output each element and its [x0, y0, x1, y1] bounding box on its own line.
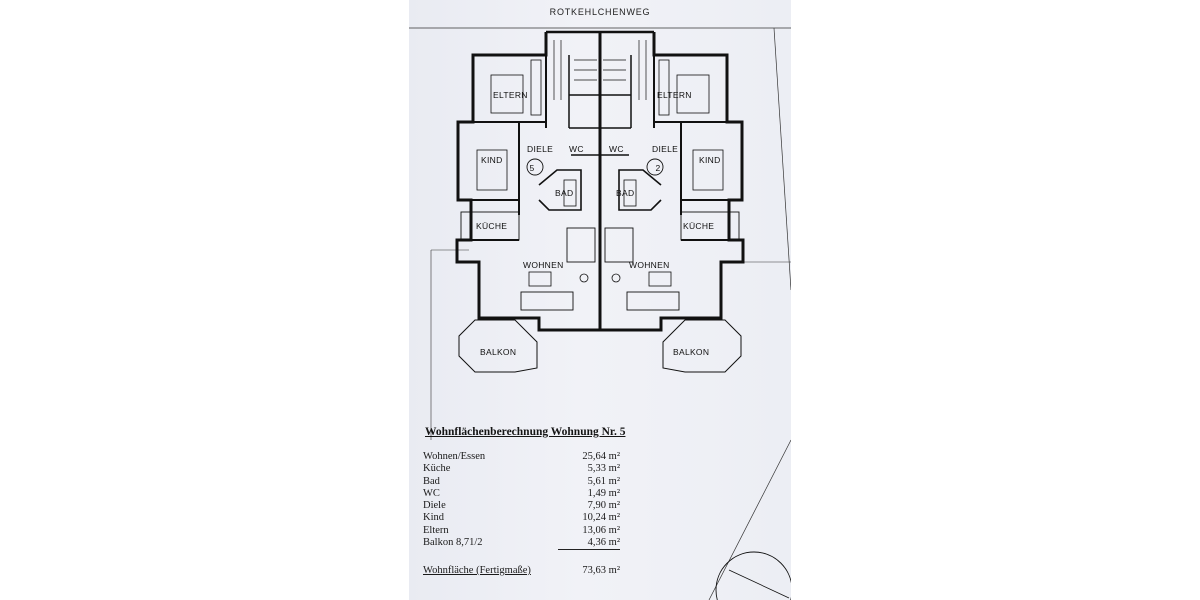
area-value: 1,49 m²	[587, 487, 620, 499]
table-row: Diele 7,90 m²	[423, 500, 620, 512]
table-row: Wohnen/Essen 25,64 m²	[423, 451, 620, 463]
area-label: Eltern	[423, 524, 449, 536]
area-label: Bad	[423, 475, 440, 487]
room-label-eltern-left: ELTERN	[493, 90, 528, 100]
area-label: WC	[423, 487, 440, 499]
area-value: 10,24 m²	[582, 512, 620, 524]
table-row: Kind 10,24 m²	[423, 512, 620, 524]
table-row: Bad 5,61 m²	[423, 476, 620, 488]
room-label-wc-left: WC	[569, 144, 584, 154]
area-label: Kind	[423, 512, 444, 524]
floor-plan-drawing: ELTERN ELTERN DIELE DIELE WC WC KIND KIN…	[409, 27, 791, 600]
total-value: 73,63 m²	[582, 565, 620, 576]
room-label-kueche-left: KÜCHE	[476, 221, 507, 231]
room-label-kind-left: KIND	[481, 155, 503, 165]
room-label-wc-right: WC	[609, 144, 624, 154]
table-row: WC 1,49 m²	[423, 488, 620, 500]
area-table: Wohnen/Essen 25,64 m² Küche 5,33 m² Bad 5,6…	[423, 451, 620, 551]
total-label: Wohnfläche (Fertigmaße)	[423, 565, 531, 576]
area-value: 7,90 m²	[587, 500, 620, 512]
room-label-diele-left: DIELE	[527, 144, 553, 154]
room-label-bad-left: BAD	[555, 188, 573, 198]
room-label-eltern-right: ELTERN	[657, 90, 692, 100]
room-label-wohnen-right: WOHNEN	[629, 260, 670, 270]
room-label-wohnen-left: WOHNEN	[523, 260, 564, 270]
room-label-diele-right: DIELE	[652, 144, 678, 154]
floor-plan-sheet: ROTKEHLCHENWEG	[409, 0, 791, 600]
table-row: Balkon 8,71/2 4,36 m²	[423, 537, 620, 551]
area-value: 25,64 m²	[582, 451, 620, 462]
area-value: 4,36 m²	[558, 537, 620, 551]
calculation-title: Wohnflächenberechnung Wohnung Nr. 5	[425, 426, 626, 438]
room-label-bad-right: BAD	[616, 188, 634, 198]
room-label-kueche-right: KÜCHE	[683, 221, 714, 231]
area-value: 13,06 m²	[582, 524, 620, 536]
room-label-kind-right: KIND	[699, 155, 721, 165]
unit-number-left: 5	[529, 163, 534, 173]
table-row: Eltern 13,06 m²	[423, 525, 620, 537]
area-value: 5,33 m²	[587, 463, 620, 475]
room-label-balkon-right: BALKON	[673, 347, 709, 357]
unit-number-right: 2	[655, 163, 660, 173]
street-name: ROTKEHLCHENWEG	[549, 7, 651, 17]
room-label-balkon-left: BALKON	[480, 347, 516, 357]
table-row: Küche 5,33 m²	[423, 463, 620, 475]
total-area: Wohnfläche (Fertigmaße) 73,63 m²	[423, 565, 620, 576]
area-value: 5,61 m²	[587, 475, 620, 487]
area-label: Balkon 8,71/2	[423, 537, 483, 549]
area-label: Diele	[423, 500, 446, 512]
area-label: Küche	[423, 463, 451, 475]
area-label: Wohnen/Essen	[423, 451, 486, 462]
